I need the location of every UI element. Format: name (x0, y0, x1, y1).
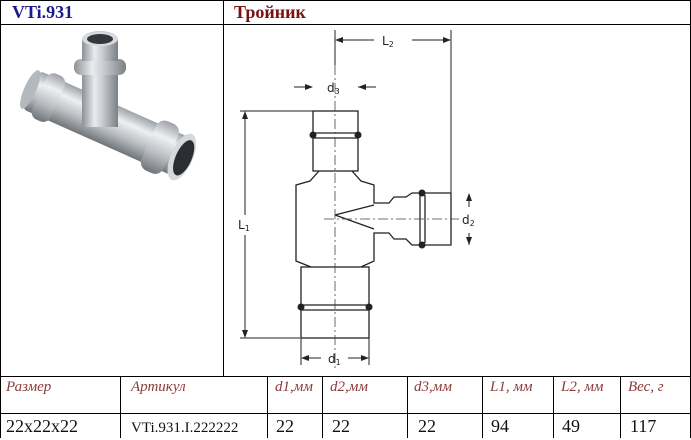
col-header-d3: d3,мм (414, 379, 452, 395)
col-divider (620, 376, 621, 438)
top-border (0, 0, 691, 1)
col-header-d2: d2,мм (330, 379, 368, 395)
image-divider (223, 0, 224, 376)
col-divider (482, 376, 483, 438)
cell-d3: 22 (418, 416, 436, 436)
col-divider (267, 376, 268, 438)
cell-d1: 22 (276, 416, 294, 436)
cell-L1: 94 (491, 416, 509, 436)
col-divider (553, 376, 554, 438)
label-d2: d2 (462, 213, 475, 228)
col-header-L2: L2, мм (561, 379, 604, 395)
col-header-L1: L1, мм (490, 379, 533, 395)
table-top-border (0, 376, 691, 377)
cell-weight: 117 (630, 416, 657, 436)
table-header-divider (0, 413, 691, 414)
col-divider (322, 376, 323, 438)
col-header-size: Размер (6, 379, 52, 395)
title-divider (0, 24, 691, 25)
label-d3: d3 (327, 81, 340, 96)
label-L2: L2 (382, 34, 394, 49)
col-divider (407, 376, 408, 438)
col-header-weight: Вес, г (628, 379, 664, 395)
product-name: Тройник (234, 2, 306, 22)
product-code: VTi.931 (12, 2, 74, 22)
left-border (0, 0, 1, 438)
label-d1: d1 (328, 352, 341, 367)
technical-drawing: L2 d3 L1 d2 d1 (238, 30, 475, 370)
col-header-d1: d1,мм (275, 379, 313, 395)
cell-d2: 22 (332, 416, 350, 436)
label-L1: L1 (238, 218, 250, 233)
cell-article: VTi.931.I.222222 (131, 420, 239, 436)
col-header-article: Артикул (131, 379, 186, 395)
cell-L2: 49 (562, 416, 580, 436)
col-divider (120, 376, 121, 438)
cell-size: 22x22x22 (6, 416, 78, 436)
product-photo (20, 31, 197, 181)
